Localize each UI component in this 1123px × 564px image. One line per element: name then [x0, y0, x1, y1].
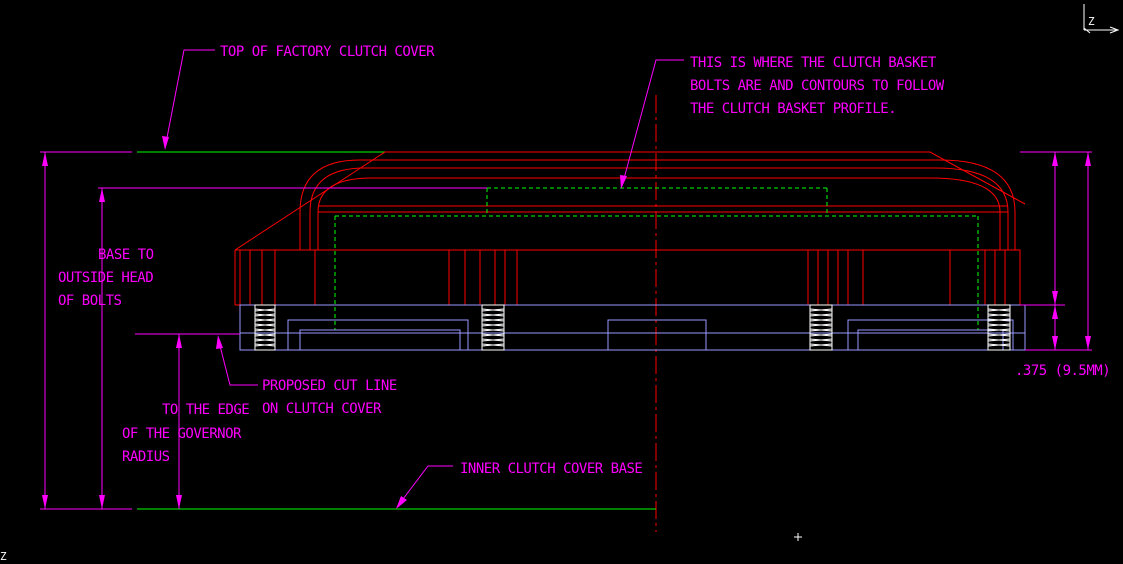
- dimension-arrows: [42, 152, 1091, 509]
- leader-lines: [164, 49, 684, 508]
- leader-arrows: [162, 136, 627, 509]
- bolt-heads: [239, 249, 1021, 306]
- ucs-axis-label-top: Z: [1088, 15, 1095, 28]
- ucs-axis-icon: [1083, 4, 1120, 34]
- label-inner-base: INNER CLUTCH COVER BASE: [460, 461, 642, 477]
- label-proposed-cut-1: PROPOSED CUT LINE: [262, 378, 397, 394]
- label-governor-edge-2: OF THE GOVERNOR: [122, 426, 242, 442]
- crosshair-cursor-icon: [794, 533, 802, 541]
- bolt-threads: [254, 304, 1011, 351]
- annotation-text: TOP OF FACTORY CLUTCH COVER THIS IS WHER…: [58, 44, 1111, 477]
- label-dimension-375: .375 (9.5MM): [1015, 363, 1110, 379]
- label-basket-note-2: BOLTS ARE AND CONTOURS TO FOLLOW: [690, 78, 945, 94]
- bolt-thread-1: [254, 304, 276, 351]
- ucs-axis-label-bottom: Z: [0, 550, 7, 563]
- basket-hidden-profile: [334, 187, 979, 330]
- label-governor-edge-1: TO THE EDGE: [162, 402, 249, 418]
- bolt-thread-2: [481, 304, 505, 351]
- label-base-to-bolts-2: OUTSIDE HEAD: [58, 270, 153, 286]
- bolt-thread-4: [987, 304, 1011, 351]
- label-base-to-bolts-1: BASE TO: [98, 247, 154, 263]
- clutch-cover-outline: [234, 151, 1026, 306]
- bolt-thread-3: [809, 304, 833, 351]
- label-proposed-cut-2: ON CLUTCH COVER: [262, 401, 382, 417]
- label-top-of-cover: TOP OF FACTORY CLUTCH COVER: [220, 44, 435, 60]
- label-basket-note-1: THIS IS WHERE THE CLUTCH BASKET: [690, 55, 937, 71]
- label-governor-edge-3: RADIUS: [122, 449, 170, 465]
- label-base-to-bolts-3: OF BOLTS: [58, 293, 122, 309]
- base-plate: [239, 304, 1026, 351]
- label-basket-note-3: THE CLUTCH BASKET PROFILE.: [690, 101, 896, 117]
